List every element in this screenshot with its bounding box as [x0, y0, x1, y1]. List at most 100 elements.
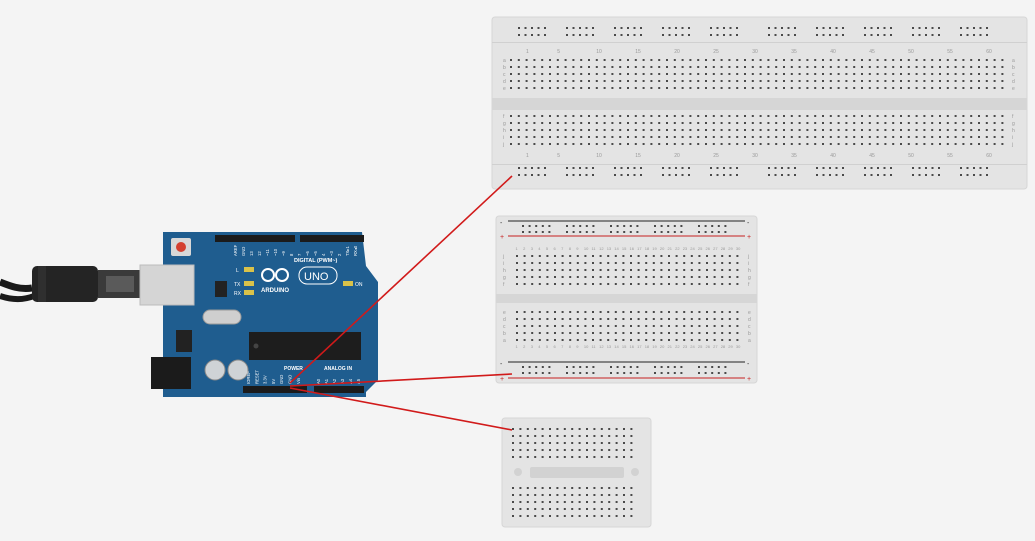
breadboard-hole[interactable] [630, 339, 632, 341]
breadboard-hole[interactable] [585, 27, 588, 29]
breadboard-hole[interactable] [572, 122, 575, 124]
breadboard-hole[interactable] [525, 136, 528, 138]
breadboard-hole[interactable] [584, 325, 587, 327]
breadboard-hole[interactable] [660, 283, 663, 285]
breadboard-hole[interactable] [523, 276, 526, 278]
breadboard-hole[interactable] [564, 129, 567, 131]
breadboard-hole[interactable] [580, 122, 583, 124]
breadboard-hole[interactable] [586, 487, 588, 489]
breadboard-hole[interactable] [853, 66, 856, 68]
breadboard-hole[interactable] [853, 115, 856, 117]
breadboard-hole[interactable] [588, 87, 590, 89]
breadboard-hole[interactable] [668, 311, 670, 313]
breadboard-hole[interactable] [704, 231, 707, 233]
breadboard-hole[interactable] [563, 487, 566, 489]
breadboard-hole[interactable] [806, 80, 809, 82]
breadboard-hole[interactable] [698, 276, 701, 278]
breadboard-hole[interactable] [939, 136, 941, 138]
breadboard-hole[interactable] [712, 129, 715, 131]
breadboard-hole[interactable] [637, 325, 640, 327]
breadboard-hole[interactable] [517, 122, 520, 124]
breadboard-hole[interactable] [667, 372, 670, 374]
breadboard-hole[interactable] [915, 59, 918, 61]
breadboard-hole[interactable] [985, 136, 988, 138]
breadboard-hole[interactable] [541, 372, 544, 374]
breadboard-hole[interactable] [837, 80, 840, 82]
breadboard-hole[interactable] [822, 73, 824, 75]
breadboard-hole[interactable] [673, 73, 676, 75]
breadboard-hole[interactable] [689, 80, 692, 82]
half-breadboard[interactable]: 1122334455667788991010111112121313141415… [495, 215, 758, 384]
breadboard-hole[interactable] [946, 143, 949, 145]
breadboard-hole[interactable] [593, 515, 596, 517]
breadboard-hole[interactable] [985, 129, 988, 131]
breadboard-hole[interactable] [683, 269, 686, 271]
breadboard-hole[interactable] [884, 115, 887, 117]
breadboard-hole[interactable] [549, 66, 551, 68]
breadboard-hole[interactable] [666, 129, 668, 131]
breadboard-hole[interactable] [868, 66, 871, 68]
breadboard-hole[interactable] [549, 428, 551, 430]
breadboard-hole[interactable] [637, 283, 640, 285]
breadboard-hole[interactable] [538, 325, 541, 327]
breadboard-hole[interactable] [1001, 143, 1004, 145]
breadboard-hole[interactable] [835, 174, 838, 176]
breadboard-hole[interactable] [870, 34, 873, 36]
breadboard-hole[interactable] [861, 115, 863, 117]
breadboard-hole[interactable] [526, 515, 529, 517]
breadboard-hole[interactable] [673, 115, 676, 117]
breadboard-hole[interactable] [759, 80, 762, 82]
breadboard-hole[interactable] [595, 122, 598, 124]
breadboard-hole[interactable] [544, 167, 546, 169]
breadboard-hole[interactable] [608, 508, 611, 510]
breadboard-hole[interactable] [556, 508, 559, 510]
breadboard-hole[interactable] [716, 167, 719, 169]
breadboard-hole[interactable] [554, 262, 556, 264]
breadboard-hole[interactable] [592, 269, 594, 271]
breadboard-hole[interactable] [883, 34, 886, 36]
breadboard-hole[interactable] [970, 115, 973, 117]
breadboard-hole[interactable] [721, 283, 724, 285]
breadboard-hole[interactable] [595, 87, 598, 89]
breadboard-hole[interactable] [768, 34, 770, 36]
breadboard-hole[interactable] [620, 27, 623, 29]
breadboard-hole[interactable] [884, 136, 887, 138]
breadboard-hole[interactable] [566, 34, 568, 36]
breadboard-hole[interactable] [534, 449, 537, 451]
breadboard-hole[interactable] [706, 339, 708, 341]
breadboard-hole[interactable] [973, 174, 975, 176]
breadboard-hole[interactable] [595, 59, 598, 61]
breadboard-hole[interactable] [660, 372, 663, 374]
breadboard-hole[interactable] [790, 143, 793, 145]
breadboard-hole[interactable] [781, 174, 783, 176]
breadboard-hole[interactable] [566, 27, 568, 29]
breadboard-hole[interactable] [615, 494, 618, 496]
breadboard-hole[interactable] [890, 167, 892, 169]
breadboard-hole[interactable] [629, 372, 632, 374]
breadboard-hole[interactable] [845, 115, 848, 117]
breadboard-hole[interactable] [584, 255, 587, 257]
breadboard-hole[interactable] [705, 80, 707, 82]
breadboard-hole[interactable] [736, 174, 738, 176]
breadboard-hole[interactable] [814, 87, 817, 89]
breadboard-hole[interactable] [689, 59, 692, 61]
breadboard-hole[interactable] [681, 80, 684, 82]
breadboard-hole[interactable] [666, 66, 668, 68]
breadboard-hole[interactable] [728, 283, 731, 285]
breadboard-hole[interactable] [522, 225, 524, 227]
breadboard-hole[interactable] [923, 129, 926, 131]
breadboard-hole[interactable] [627, 129, 629, 131]
breadboard-hole[interactable] [556, 73, 559, 75]
breadboard-hole[interactable] [853, 136, 856, 138]
breadboard-hole[interactable] [623, 366, 626, 368]
breadboard-hole[interactable] [517, 143, 520, 145]
breadboard-hole[interactable] [713, 262, 716, 264]
breadboard-hole[interactable] [563, 449, 566, 451]
breadboard-hole[interactable] [614, 27, 616, 29]
breadboard-hole[interactable] [675, 318, 678, 320]
breadboard-hole[interactable] [619, 136, 622, 138]
breadboard-hole[interactable] [962, 136, 965, 138]
breadboard-hole[interactable] [650, 59, 653, 61]
breadboard-hole[interactable] [986, 167, 988, 169]
breadboard-hole[interactable] [525, 143, 528, 145]
